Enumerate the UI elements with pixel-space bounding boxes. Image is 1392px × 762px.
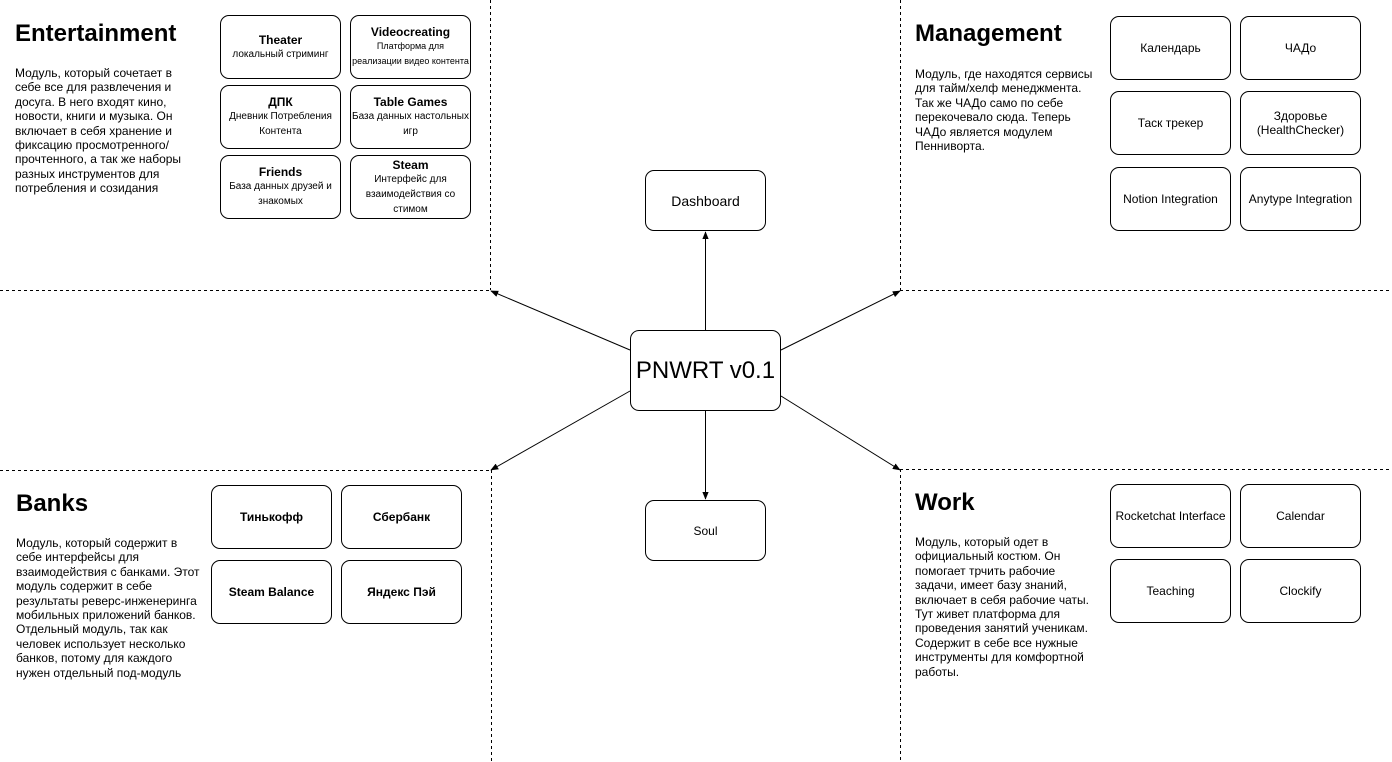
arrow-to-entertainment — [490, 290, 631, 351]
arrow-to-management — [780, 290, 901, 351]
entertainment-item-friends[interactable]: Friends База данных друзей и знакомых — [220, 155, 341, 219]
management-item-anytype[interactable]: Anytype Integration — [1240, 167, 1361, 231]
banks-item-tinkoff[interactable]: Тинькофф — [211, 485, 332, 549]
banks-item-label: Тинькофф — [239, 510, 304, 524]
entertainment-item-dpk[interactable]: ДПК Дневник Потребления Контента — [220, 85, 341, 149]
dashboard-node-label: Dashboard — [671, 192, 740, 209]
work-title: Work — [915, 489, 975, 516]
banks-description: Модуль, который содержит в себе интерфей… — [16, 536, 200, 680]
banks-item-yandex-pay[interactable]: Яндекс Пэй — [341, 560, 462, 624]
entertainment-item-title: Steam — [392, 157, 429, 172]
work-item-label: Clockify — [1279, 584, 1322, 598]
work-item-clockify[interactable]: Clockify — [1240, 559, 1361, 623]
arrow-to-banks — [490, 390, 631, 471]
management-item-label: ЧАДо — [1284, 41, 1317, 55]
management-item-label: Здоровье (HealthChecker) — [1256, 109, 1345, 137]
work-item-label: Rocketchat Interface — [1115, 509, 1226, 523]
management-item-label: Таск трекер — [1137, 116, 1204, 130]
dashboard-node[interactable]: Dashboard — [645, 170, 766, 231]
management-item-chado[interactable]: ЧАДо — [1240, 16, 1361, 80]
entertainment-item-videocreating[interactable]: Videocreating Платформа для реализации в… — [350, 15, 471, 79]
banks-item-label: Сбербанк — [372, 510, 431, 524]
banks-item-label: Яндекс Пэй — [367, 585, 436, 599]
entertainment-item-subtitle: Платформа для реализации видео контента — [352, 41, 469, 66]
banks-item-sberbank[interactable]: Сбербанк — [341, 485, 462, 549]
soul-node-label: Soul — [693, 523, 718, 538]
banks-item-steam-balance[interactable]: Steam Balance — [211, 560, 332, 624]
management-item-health[interactable]: Здоровье (HealthChecker) — [1240, 91, 1361, 155]
entertainment-description: Модуль, который сочетает в себе все для … — [15, 66, 182, 196]
entertainment-title: Entertainment — [15, 20, 177, 47]
entertainment-item-title: Table Games — [373, 95, 448, 109]
management-item-label: Anytype Integration — [1248, 192, 1353, 206]
entertainment-item-steam[interactable]: Steam Интерфейс для взаимодействия со ст… — [350, 155, 471, 219]
entertainment-item-subtitle: локальный стриминг — [232, 48, 329, 60]
entertainment-item-title: Friends — [258, 165, 303, 179]
banks-item-label: Steam Balance — [228, 585, 315, 599]
soul-node[interactable]: Soul — [645, 500, 766, 561]
entertainment-item-title: ДПК — [268, 95, 293, 109]
arrows — [490, 231, 901, 500]
management-item-task-tracker[interactable]: Таск трекер — [1110, 91, 1231, 155]
management-description: Модуль, где находятся сервисы для тайм/х… — [915, 67, 1093, 154]
work-item-calendar[interactable]: Calendar — [1240, 484, 1361, 548]
center-node[interactable]: PNWRT v0.1 — [630, 330, 781, 411]
management-item-notion[interactable]: Notion Integration — [1110, 167, 1231, 231]
entertainment-item-theater[interactable]: Theater локальный стриминг — [220, 15, 341, 79]
management-item-label: Notion Integration — [1123, 192, 1218, 206]
work-item-teaching[interactable]: Teaching — [1110, 559, 1231, 623]
entertainment-item-title: Videocreating — [370, 25, 451, 39]
management-item-label: Календарь — [1140, 41, 1201, 55]
work-description: Модуль, который одет в официальный костю… — [915, 535, 1089, 679]
management-item-calendar[interactable]: Календарь — [1110, 16, 1231, 80]
entertainment-item-title: Theater — [258, 32, 303, 47]
management-title: Management — [915, 20, 1062, 47]
work-item-rocketchat[interactable]: Rocketchat Interface — [1110, 484, 1231, 548]
arrow-to-work — [780, 395, 901, 471]
banks-title: Banks — [16, 490, 89, 517]
entertainment-item-table-games[interactable]: Table Games База данных настольных игр — [350, 85, 471, 149]
work-item-label: Calendar — [1276, 509, 1325, 523]
entertainment-item-subtitle: База данных друзей и знакомых — [229, 181, 332, 207]
center-node-label: PNWRT v0.1 — [635, 356, 776, 384]
entertainment-item-subtitle: База данных настольных игр — [352, 111, 469, 137]
entertainment-item-subtitle: Интерфейс для взаимодействия со стимом — [365, 173, 456, 215]
work-item-label: Teaching — [1146, 584, 1195, 598]
entertainment-item-subtitle: Дневник Потребления Контента — [229, 111, 332, 137]
